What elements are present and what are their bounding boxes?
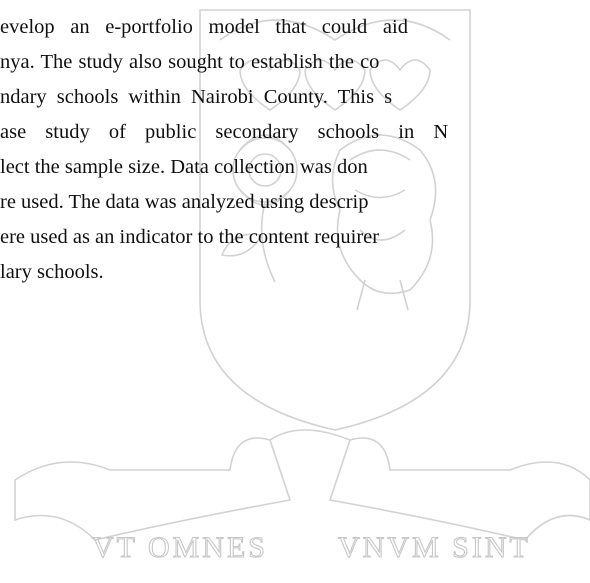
heart-shape-left (239, 59, 301, 111)
shield-outline (199, 9, 471, 431)
motto-right-text: VNVM SINT (338, 531, 531, 564)
paragraph-line-2: nya. The study also sought to establish … (0, 51, 380, 73)
paragraph-line-8: lary schools. (0, 261, 104, 283)
lion-legs (356, 279, 409, 311)
heart-shape-right (369, 59, 431, 111)
rose-leaf (220, 233, 263, 257)
paragraph-line-7: ere used as an indicator to the content … (0, 226, 380, 248)
motto-left-text: VT OMNES (92, 531, 268, 564)
motto-ribbon-right (328, 437, 590, 541)
lion-body (331, 134, 437, 295)
paragraph-line-3: ndary schools within Nairobi County. Thi… (0, 86, 393, 108)
paragraph-line-4: ase study of public secondary schools in… (0, 121, 449, 143)
paragraph-line-5: lect the sample size. Data collection wa… (0, 156, 368, 178)
rose-inner (248, 153, 282, 187)
paragraph-line-1: evelop an e-portfolio model that could a… (0, 16, 408, 38)
ribbon-fold (269, 429, 351, 441)
rose-stem (260, 201, 276, 283)
lion-mane (349, 149, 411, 241)
heart-shape-center (304, 59, 366, 111)
crest-band (219, 19, 451, 41)
paragraph-line-6: re used. The data was analyzed using des… (0, 191, 369, 213)
motto-ribbon (14, 437, 292, 541)
